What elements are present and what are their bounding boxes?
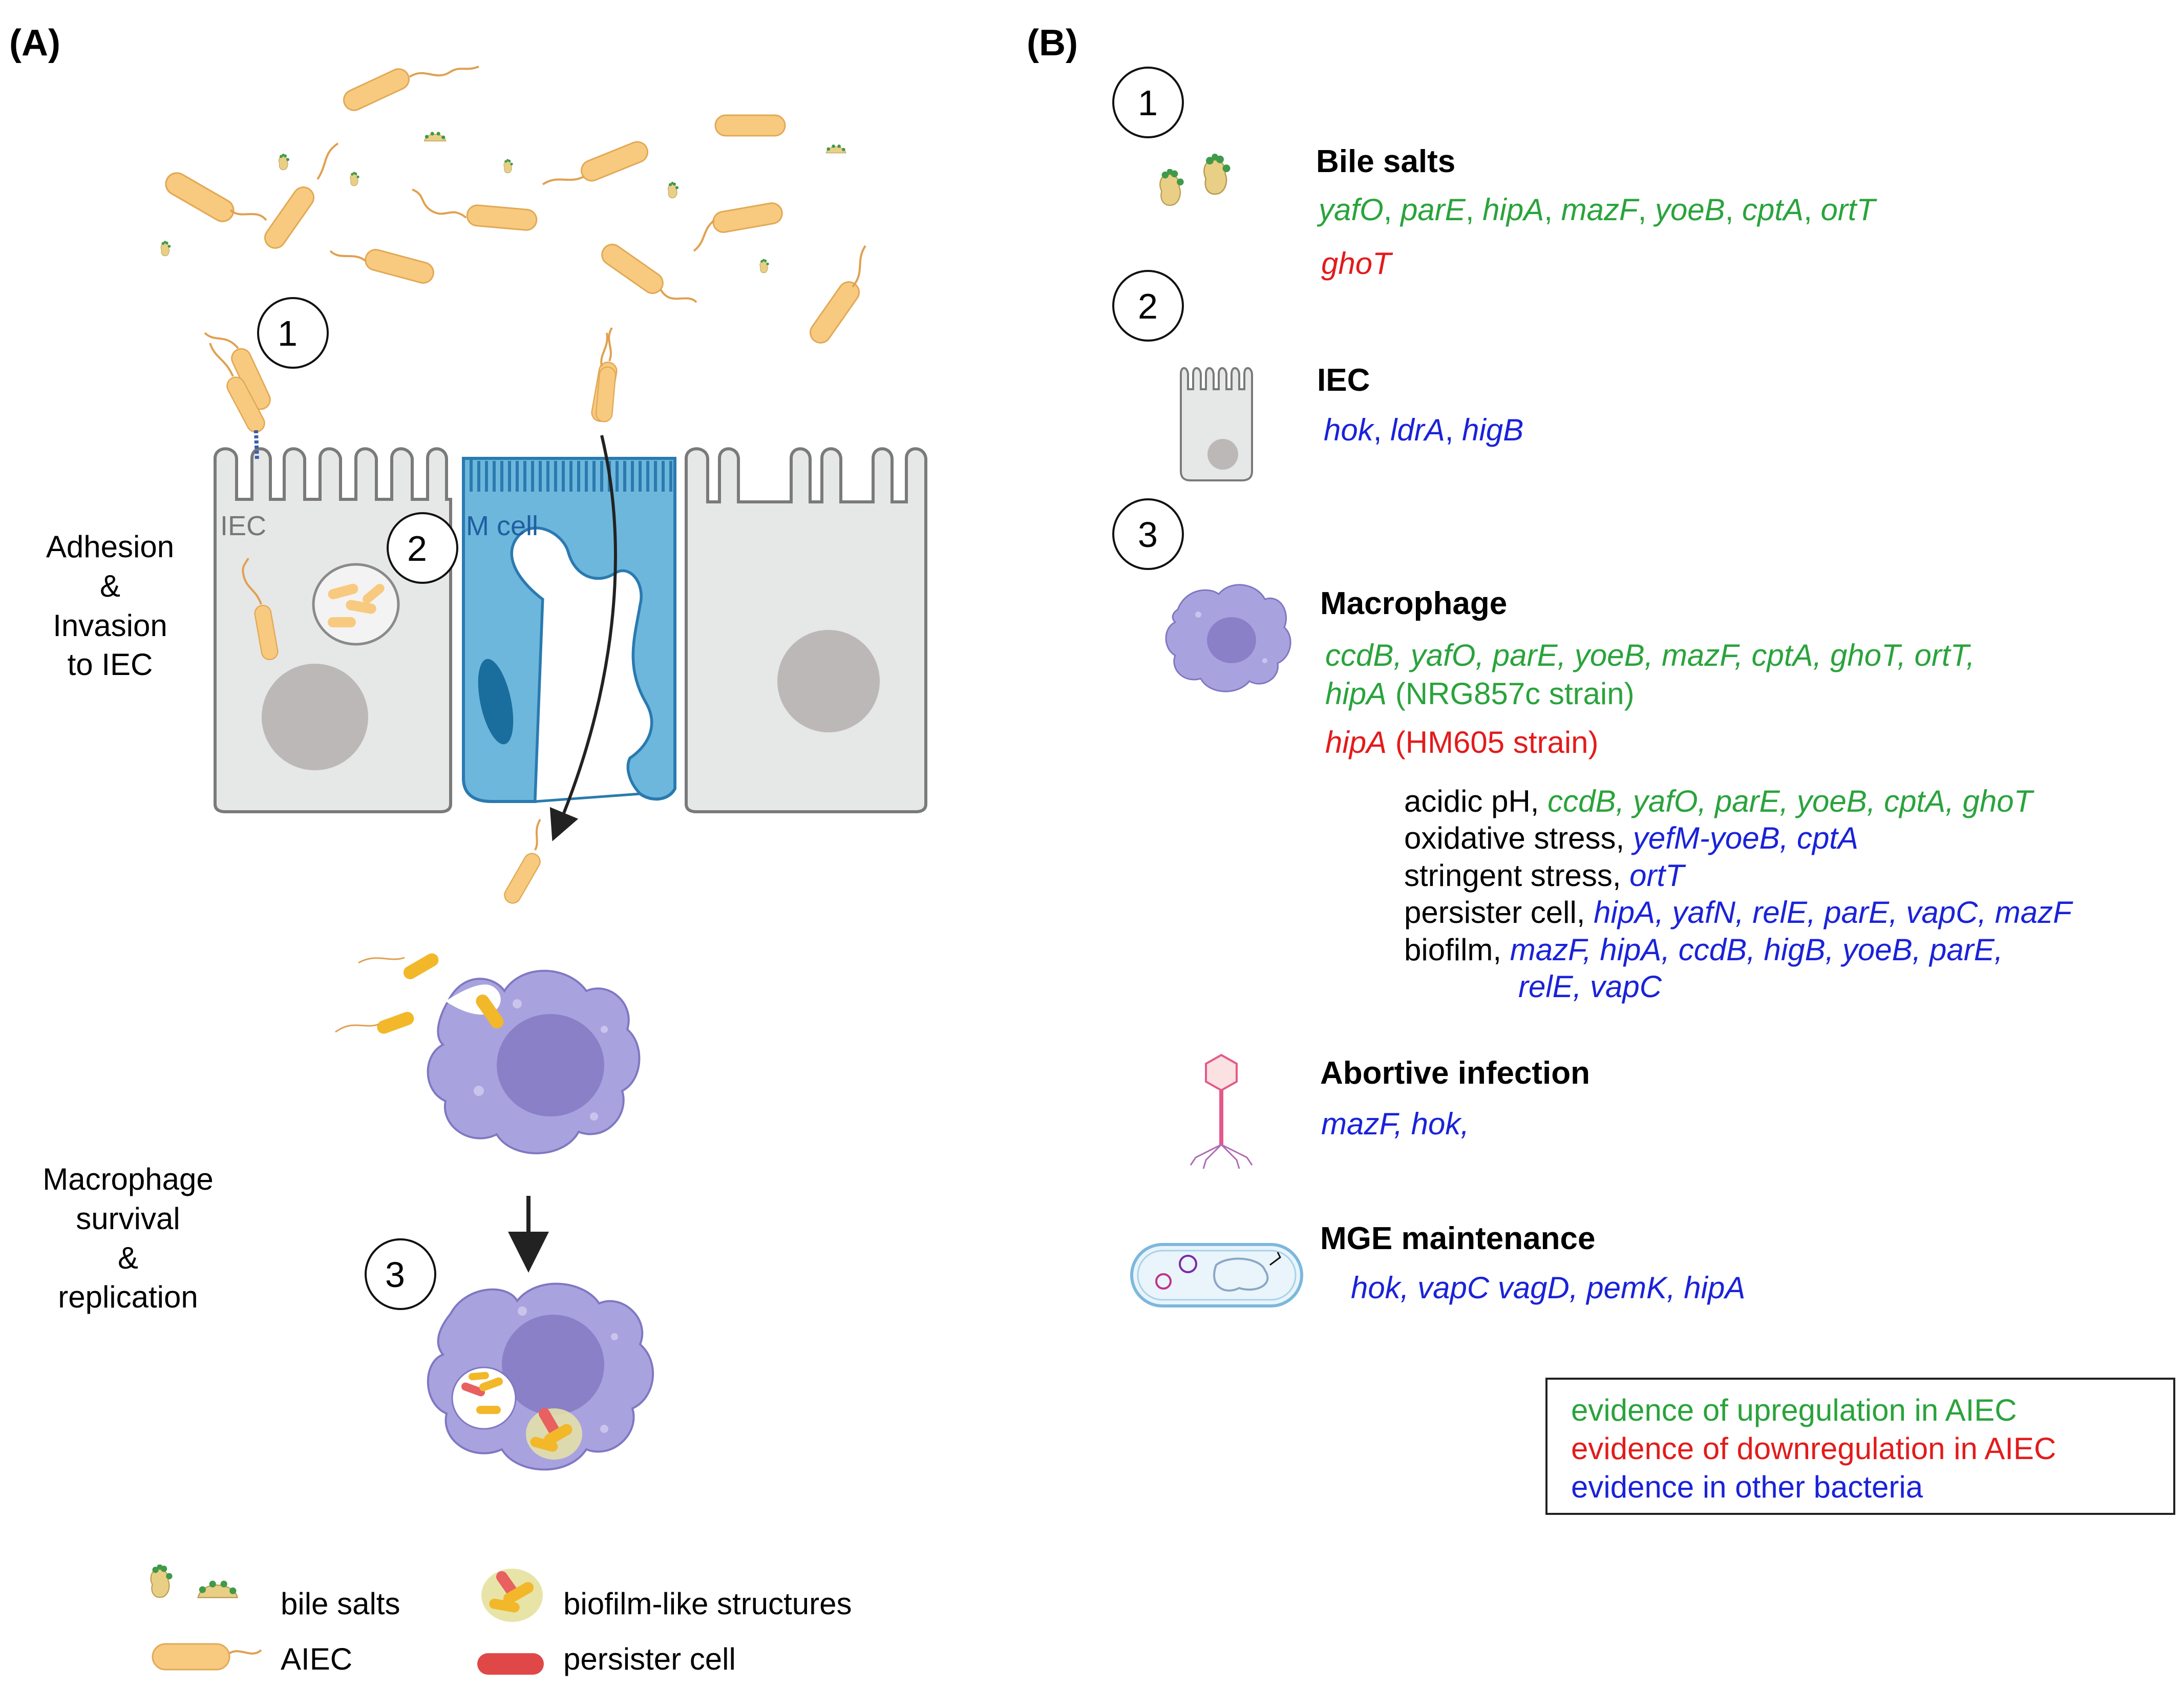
step-number-b3: 3 [1138, 515, 1158, 555]
step-circle-b1 [1112, 67, 1184, 138]
m-cell-label: M cell [466, 511, 539, 541]
condition-persister-cell: persister cell, hipA, yafN, relE, parE, … [1404, 895, 2072, 930]
macrophage-icon [1165, 584, 1291, 692]
condition-acidic-ph: acidic pH, ccdB, yafO, parE, yoeB, cptA,… [1404, 784, 2033, 818]
panel-b-label: (B) [1027, 23, 1078, 64]
macrophage-heading: Macrophage [1320, 586, 1508, 621]
legend-persister-icon [477, 1653, 544, 1675]
bile-salts-downregulated-gene: ghoT [1321, 246, 1391, 281]
legend-aiec-text: AIEC [281, 1642, 353, 1676]
iec-icon [1180, 367, 1253, 481]
iec-heading: IEC [1317, 363, 1370, 398]
key-upregulation: evidence of upregulation in AIEC [1571, 1393, 2017, 1427]
abortive-infection-heading: Abortive infection [1320, 1056, 1591, 1091]
condition-biofilm: biofilm, mazF, hipA, ccdB, higB, yoeB, p… [1404, 933, 2003, 967]
iec-cell-right [685, 447, 927, 813]
panel-a-label: (A) [9, 23, 60, 64]
key-downregulation: evidence of downregulation in AIEC [1571, 1431, 2056, 1466]
macrophage-upregulated-genes: ccdB, yafO, parE, yoeB, mazF, cptA, ghoT… [1325, 638, 1975, 672]
condition-stringent-stress: stringent stress, ortT [1404, 858, 1684, 893]
phage-icon [1190, 1053, 1253, 1169]
abortive-infection-genes: mazF, hok, [1321, 1107, 1470, 1141]
m-cell [462, 457, 676, 803]
bile-salts-icon [1159, 154, 1231, 206]
mge-maintenance-heading: MGE maintenance [1320, 1221, 1596, 1256]
free-aiec-bacteria [161, 65, 866, 424]
iec-label: IEC [220, 511, 267, 541]
mge-maintenance-genes: hok, vapC vagD, pemK, hipA [1351, 1271, 1746, 1305]
step-number-b2: 2 [1138, 286, 1158, 326]
legend-persister-text: persister cell [563, 1642, 736, 1676]
step-circle-b2 [1112, 270, 1184, 342]
legend-bile-salts-icon [150, 1565, 238, 1598]
macrophage-engulfing [335, 953, 641, 1154]
step-number-a1: 1 [278, 313, 298, 353]
step-circle-a1 [257, 297, 329, 369]
macrophage-hipa-nrg857c: hipA (NRG857c strain) [1325, 677, 1635, 711]
condition-biofilm-continued: relE, vapC [1518, 969, 1662, 1004]
step-circle-a3 [365, 1238, 436, 1310]
macrophage-infected [427, 1282, 654, 1471]
adhesion-invasion-label: Adhesion & Invasion to IEC [46, 530, 175, 682]
free-bile-salts [160, 131, 846, 273]
bile-salts-heading: Bile salts [1316, 144, 1456, 179]
iec-cell-left [214, 447, 452, 813]
legend-biofilm-text: biofilm-like structures [563, 1587, 852, 1621]
legend-aiec-icon [152, 1643, 262, 1671]
iec-other-bacteria-genes: hok, ldrA, higB [1324, 413, 1524, 447]
bacterium-mge-icon [1130, 1243, 1303, 1307]
macrophage-hipa-hm605: hipA (HM605 strain) [1325, 725, 1599, 759]
transcytosis-arrow [501, 332, 617, 907]
legend-biofilm-icon [481, 1569, 543, 1622]
bile-salts-upregulated-genes: yafO, parE, hipA, mazF, yoeB, cptA, ortT [1319, 193, 1876, 227]
step-circle-a2 [387, 512, 458, 584]
condition-oxidative-stress: oxidative stress, yefM-yoeB, cptA [1404, 821, 1858, 855]
macrophage-survival-label: Macrophage survival & replication [43, 1162, 214, 1315]
step-number-a3: 3 [385, 1255, 405, 1295]
step-number-b1: 1 [1138, 83, 1158, 123]
step-circle-b3 [1112, 498, 1184, 570]
key-other-bacteria: evidence in other bacteria [1571, 1470, 1923, 1504]
color-key: evidence of upregulation in AIEC evidenc… [1545, 1378, 2175, 1515]
adhering-aiec [209, 343, 268, 461]
step-number-a2: 2 [407, 529, 427, 568]
legend-bile-salts-text: bile salts [281, 1587, 400, 1621]
